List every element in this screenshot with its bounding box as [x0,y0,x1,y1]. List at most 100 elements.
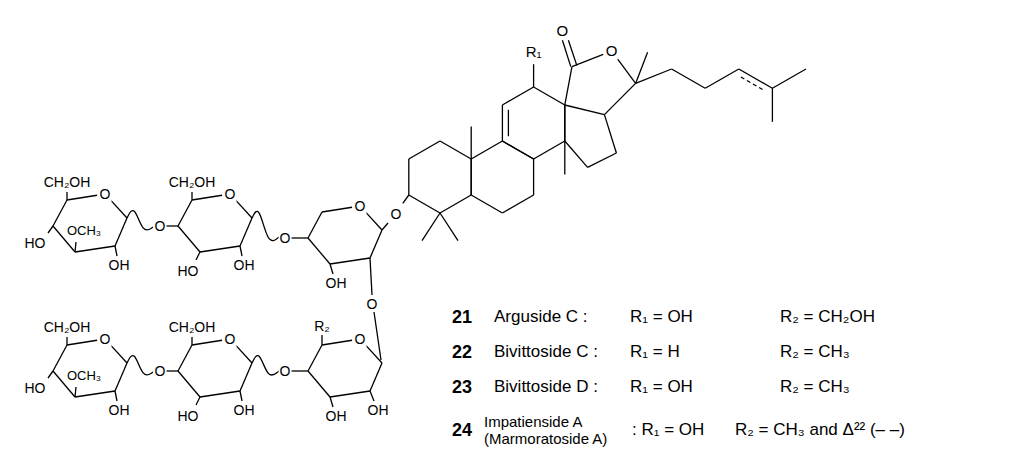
bond-line [191,192,192,200]
bond-line [772,88,773,122]
bond-line [200,391,240,397]
bond-line [533,159,534,195]
bond-line [502,105,503,141]
bond-line [200,246,240,252]
substituent-label: OH [108,257,131,273]
compound-name: Bivittoside D : [494,377,598,397]
substituent-label: CH₂OH [168,319,217,335]
bond-line [178,345,192,371]
bond-line [66,337,67,345]
substituent-label: R₂ [313,318,331,334]
bond-line [192,340,222,345]
bond-line [115,391,117,401]
atom-label: O [99,331,112,347]
substituent-label: OH [367,402,390,418]
compound-number: 21 [452,307,472,328]
bond-line [75,387,76,397]
bond-line [741,77,765,90]
bond-line [502,141,533,159]
bond-line [382,223,388,230]
bond-line [67,195,97,200]
bond-line [75,242,76,252]
substituent-text: R₂ = CH₂OH [780,307,875,327]
bond-line [191,337,192,345]
bond-line [408,159,409,195]
bond-line [588,153,617,167]
substituent-label: CH₂OH [43,319,92,335]
substituent-label: HO [177,263,200,279]
substituent-label: HO [24,380,47,396]
bond-line [471,159,472,195]
bond-line [440,213,458,241]
atom-label: O [224,331,237,347]
bond-line [115,218,127,246]
bond-line [409,141,440,159]
bond-line [291,237,308,238]
substituent-label: OH [108,402,131,418]
atom-label: O [224,186,237,202]
substituent-label: OH [233,402,256,418]
glycosidic-bond [127,211,153,230]
bond-line [53,345,67,371]
bond-line [422,213,440,241]
bond-line [409,195,440,213]
glycosidic-bond [252,211,279,240]
compound-name: Bivittoside C : [494,342,598,362]
bond-line [604,83,635,114]
substituent-text: R₁ = H [630,342,680,362]
glycosidic-bond [252,356,279,375]
atom-label: O [605,42,619,59]
bond-line [565,105,605,115]
bond-line [321,335,322,345]
bond-line [330,397,333,407]
compound-name: Impatienside A (Marmoratoside A) [484,413,654,448]
bond-line [705,69,739,88]
bond-line [617,58,636,83]
bond-line [365,212,382,230]
bond-line [471,141,502,159]
bond-line [308,212,322,238]
bond-line [534,141,565,159]
compound-name: Arguside C : [494,307,588,327]
atom-label: O [354,198,367,214]
bond-line [471,127,472,159]
bond-line [672,69,706,88]
bond-line [330,258,370,264]
bond-line [330,264,333,274]
substituent-label: R₁ [525,44,543,61]
substituent-label: OH [233,257,256,273]
bond-line [178,200,192,226]
bond-line [403,195,409,203]
bond-line [568,40,576,65]
bond-line [308,238,330,264]
bond-line [75,391,115,397]
bond-line [772,69,806,88]
bond-line [370,391,374,401]
compound-number: 22 [452,342,472,363]
bond-line [534,87,565,105]
substituent-label: HO [24,235,47,251]
bond-line [115,246,117,256]
substituent-label: OCH₃ [66,369,102,384]
bond-line [48,226,53,233]
bond-line [471,195,502,213]
bond-line [502,87,533,105]
bond-line [440,141,471,159]
substituent-text: : R₁ = OH [632,420,704,440]
bond-line [308,345,322,371]
bond-line [110,200,127,218]
bond-line [178,371,200,397]
atom-label: O [154,218,167,234]
substituent-label: HO [177,408,200,424]
atom-label: O [279,230,292,246]
substituent-label: OH [325,408,348,424]
atom-label: O [556,22,570,39]
substituent-text: R₁ = OH [630,307,693,327]
bond-line [66,192,67,200]
bond-line [110,345,127,363]
bond-line [240,391,242,401]
atom-label: O [99,186,112,202]
compound-number: 23 [452,377,472,398]
bond-line [322,207,352,212]
